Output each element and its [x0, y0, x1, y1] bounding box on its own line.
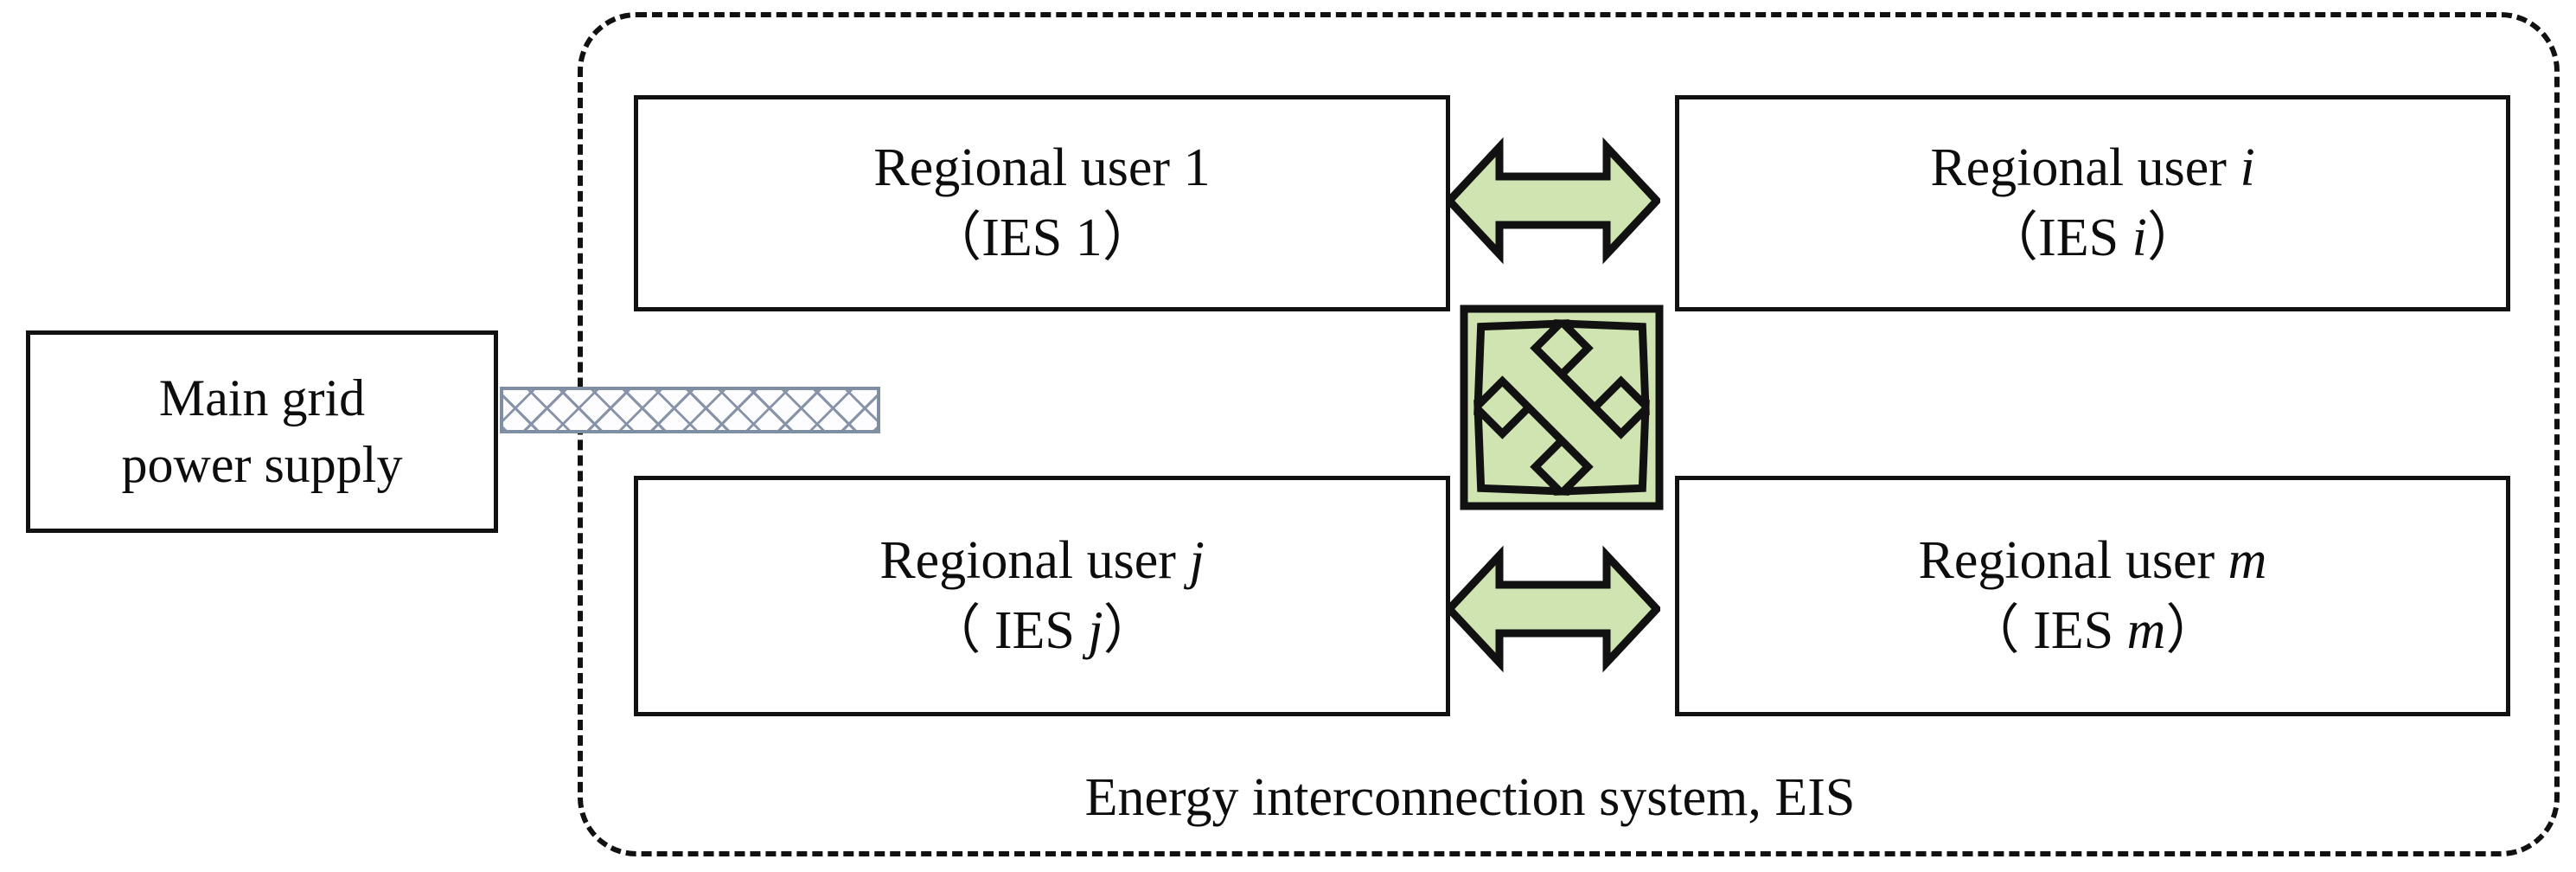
- main-grid-supply-link: [500, 387, 880, 433]
- regional-user-i-title-index: i: [2240, 138, 2255, 198]
- regional-user-i-title: Regional user i: [1930, 133, 2254, 203]
- regional-user-m-title-prefix: Regional user: [1918, 531, 2228, 591]
- eis-caption: Energy interconnection system, EIS: [1084, 768, 1856, 827]
- regional-user-j-title-prefix: Regional user: [879, 531, 1190, 591]
- main-grid-line-1: Main grid: [158, 369, 366, 427]
- regional-user-1-box: Regional user 1 （IES 1）: [634, 95, 1450, 311]
- regional-user-1-title-prefix: Regional user: [873, 138, 1184, 198]
- regional-user-i-subtitle: （IES i）: [1985, 203, 2201, 273]
- regional-user-1-title: Regional user 1: [873, 133, 1210, 203]
- regional-user-m-box: Regional user m （ IES m）: [1675, 476, 2510, 716]
- regional-user-1-subtitle-close: ）: [1102, 208, 1156, 267]
- regional-user-j-title-index: j: [1189, 531, 1205, 591]
- bidirectional-arrow-icon-top: [1446, 137, 1660, 265]
- regional-user-m-subtitle-close: ）: [2165, 601, 2220, 660]
- regional-user-1-subtitle: （IES 1）: [928, 203, 1156, 273]
- regional-user-j-title: Regional user j: [879, 526, 1204, 596]
- regional-user-m-subtitle-open: （ IES: [1966, 601, 2127, 660]
- main-grid-power-supply-box: Main grid power supply: [26, 330, 498, 533]
- eis-boundary: [578, 12, 2560, 856]
- crossed-bidirectional-arrows-icon: [1460, 305, 1664, 510]
- regional-user-i-subtitle-index: i: [2132, 208, 2147, 267]
- bidirectional-arrow-icon-bottom: [1446, 545, 1660, 673]
- regional-user-j-subtitle: （ IES j）: [927, 596, 1156, 666]
- regional-user-i-box: Regional user i （IES i）: [1675, 95, 2510, 311]
- regional-user-m-title-index: m: [2228, 531, 2267, 591]
- regional-user-j-subtitle-close: ）: [1103, 601, 1157, 660]
- regional-user-m-title: Regional user m: [1919, 526, 2267, 596]
- regional-user-j-subtitle-open: （ IES: [927, 601, 1089, 660]
- regional-user-m-subtitle-index: m: [2126, 601, 2166, 660]
- regional-user-m-subtitle: （ IES m）: [1966, 596, 2220, 666]
- main-grid-line-2: power supply: [121, 436, 403, 493]
- regional-user-1-subtitle-open: （IES: [928, 208, 1076, 267]
- regional-user-i-title-prefix: Regional user: [1930, 138, 2240, 198]
- regional-user-j-subtitle-index: j: [1088, 601, 1103, 660]
- regional-user-1-subtitle-index: 1: [1075, 208, 1103, 267]
- regional-user-1-title-index: 1: [1183, 138, 1211, 198]
- regional-user-i-subtitle-open: （IES: [1985, 208, 2132, 267]
- regional-user-i-subtitle-close: ）: [2146, 208, 2201, 267]
- regional-user-j-box: Regional user j （ IES j）: [634, 476, 1450, 716]
